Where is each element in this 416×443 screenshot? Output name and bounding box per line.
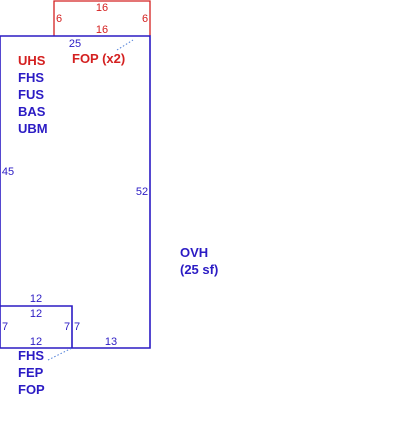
overhang-code: OVH — [180, 245, 208, 260]
garage-dim-right-outer: 7 — [74, 321, 80, 333]
garage-dim-top-outer: 12 — [30, 293, 42, 305]
house-code-bas: BAS — [18, 104, 46, 119]
overhang-label-group: OVH (25 sf) — [180, 245, 218, 277]
garage-area: 12 12 7 7 7 12 FHS FEP FOP — [0, 293, 80, 397]
porch-dim-left: 6 — [56, 13, 62, 25]
house-dim-top: 25 — [69, 38, 81, 50]
porch-dim-top: 16 — [96, 2, 108, 14]
house-outline — [0, 35, 151, 349]
overhang-area: (25 sf) — [180, 262, 218, 277]
garage-dim-left: 7 — [2, 321, 8, 333]
house-area: 25 45 52 13 FOP (x2) UHS FHS FUS BAS UBM — [0, 35, 151, 349]
porch-area: 16 16 6 6 — [53, 0, 151, 36]
porch-outline — [53, 0, 151, 36]
garage-dim-bottom: 12 — [30, 336, 42, 348]
house-dim-right: 52 — [136, 186, 148, 198]
garage-outline — [0, 305, 73, 348]
garage-code-fep: FEP — [18, 365, 44, 380]
garage-code-fhs: FHS — [18, 348, 44, 363]
house-fop-leader — [116, 39, 134, 51]
garage-leader — [47, 347, 73, 361]
house-code-ubm: UBM — [18, 121, 48, 136]
porch-dim-right: 6 — [142, 13, 148, 25]
house-fop-label: FOP (x2) — [72, 51, 125, 66]
house-code-uhs: UHS — [18, 53, 46, 68]
garage-code-fop: FOP — [18, 382, 45, 397]
house-code-fhs: FHS — [18, 70, 44, 85]
house-dim-left: 45 — [2, 166, 14, 178]
house-code-fus: FUS — [18, 87, 44, 102]
garage-dim-top-inner: 12 — [30, 308, 42, 320]
porch-dim-inner: 16 — [96, 24, 108, 36]
garage-dim-right-inner: 7 — [64, 321, 70, 333]
house-dim-bottom: 13 — [105, 336, 117, 348]
